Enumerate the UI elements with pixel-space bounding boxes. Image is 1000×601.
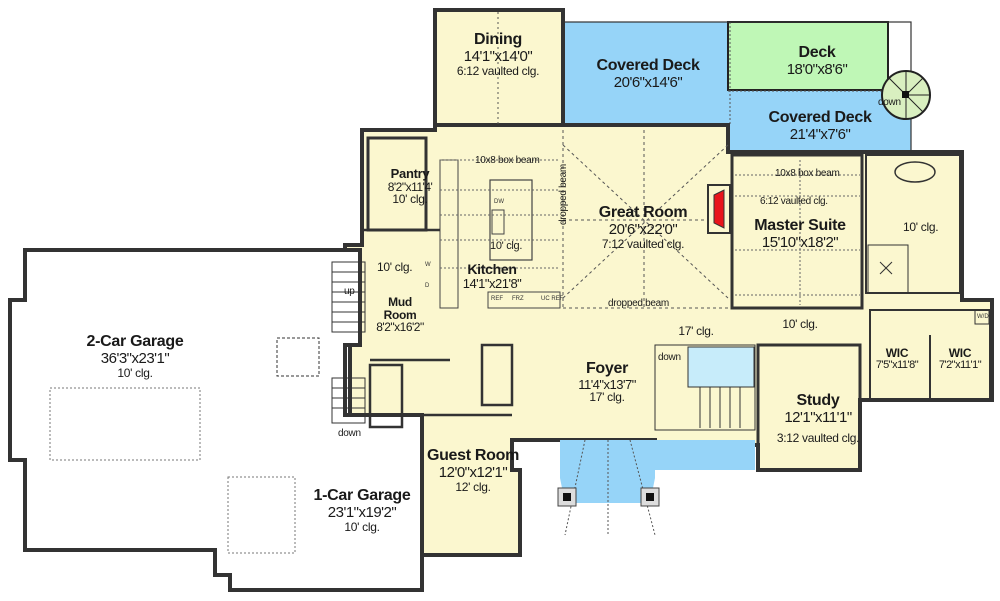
room-label-study: Study 12'1"x11'1" 3:12 vaulted clg. <box>776 392 860 445</box>
front-porch <box>560 440 655 503</box>
ref-tag: REF <box>491 296 503 302</box>
room-label-2car-garage: 2-Car Garage 36'3"x23'1" 10' clg. <box>86 333 184 380</box>
room-dims: 7'2"x11'1" <box>938 358 982 371</box>
washer-tag: W <box>425 262 431 268</box>
room-label-pantry: Pantry 8'2"x11'4' 10' clg. <box>388 167 433 206</box>
room-label-guest-room: Guest Room 12'0"x12'1" 12' clg. <box>426 447 520 494</box>
room-name: WIC <box>948 346 972 360</box>
frz-tag: FRZ <box>512 296 524 302</box>
room-ceiling: 3:12 vaulted clg. <box>776 430 860 445</box>
kitchen-island-ceiling: 10' clg. <box>490 240 523 252</box>
room-dims: 23'1"x19'2" <box>327 503 397 521</box>
room-name: WIC <box>885 346 909 360</box>
master-ceiling-label: 6:12 vaulted clg. <box>760 196 828 207</box>
room-dims: 36'3"x23'1" <box>100 349 170 367</box>
room-label-great-room: Great Room 20'6"x22'0" 7:12 vaulted clg. <box>598 204 688 251</box>
room-name: Covered Deck <box>596 57 700 74</box>
dropped-beam-horizontal-label: dropped beam <box>608 298 669 309</box>
room-name: Foyer <box>585 360 629 377</box>
room-dims: 8'2"x11'4' <box>387 179 433 194</box>
covered-deck-top-area <box>563 22 728 125</box>
room-label-master-suite: Master Suite 15'10"x18'2" <box>754 217 846 251</box>
room-label-covered-deck-right: Covered Deck 21'4"x7'6" <box>768 109 872 143</box>
room-name: Master Suite <box>754 217 846 234</box>
room-name: Study <box>796 392 840 409</box>
room-ceiling: 17' clg. <box>589 390 625 405</box>
room-dims: 20'6"x22'0" <box>608 220 678 238</box>
covered-deck-right-area <box>728 90 911 152</box>
room-label-covered-deck-top: Covered Deck 20'6"x14'6" <box>596 57 700 91</box>
garage-floor <box>8 248 424 592</box>
garage-stairs-down-label: down <box>338 428 361 439</box>
room-label-dining: Dining 14'1"x14'0" 6:12 vaulted clg. <box>456 31 540 78</box>
room-name: Great Room <box>598 204 688 221</box>
room-dims: 18'0"x8'6" <box>786 60 848 78</box>
room-label-deck: Deck 18'0"x8'6" <box>786 44 848 78</box>
ceiling-label: 17' clg. <box>678 324 714 338</box>
room-dims: 12'1"x11'1" <box>784 408 852 426</box>
room-name: 2-Car Garage <box>86 333 184 350</box>
dishwasher-tag: DW <box>494 199 504 205</box>
room-dims: 12'0"x12'1" <box>438 463 508 481</box>
room-ceiling: 10' clg. <box>117 365 153 380</box>
room-ceiling: 10' clg. <box>344 519 380 534</box>
room-name: Guest Room <box>426 447 520 464</box>
deck-area <box>728 22 888 90</box>
spiral-stair <box>881 70 931 120</box>
room-label-mud-room: Mud Room 8'2"x16'2" <box>376 295 424 335</box>
room-dims: 14'1"x14'0" <box>463 47 533 65</box>
hall-ceiling-right: 10' clg. <box>782 317 818 331</box>
room-ceiling: 10' clg. <box>392 192 428 207</box>
garage-stairs-up-label: up <box>344 286 355 297</box>
room-name: Dining <box>474 31 522 48</box>
room-dims: 14'1"x21'8" <box>462 275 522 291</box>
dropped-beam-vertical-label: dropped beam <box>558 164 569 225</box>
room-label-1car-garage: 1-Car Garage 23'1"x19'2" 10' clg. <box>313 487 411 534</box>
room-dims: 20'6"x14'6" <box>613 73 683 91</box>
hall-ceiling-left: 17' clg. <box>678 324 714 338</box>
dryer-tag: D <box>425 283 430 289</box>
mud-room-ceiling: 10' clg. <box>377 260 413 274</box>
box-beam-master-label: 10x8 box beam <box>775 168 840 179</box>
room-name: Pantry <box>390 166 430 181</box>
room-ceiling: 7:12 vaulted clg. <box>601 236 685 251</box>
room-name-line1: Mud <box>388 295 412 309</box>
spiral-stair-down-label: down <box>878 97 901 108</box>
room-dims: 8'2"x16'2" <box>376 320 424 335</box>
room-label-foyer: Foyer 11'4"x13'7" 17' clg. <box>578 360 636 405</box>
uc-ref-tag: UC REF <box>541 296 564 302</box>
fireplace <box>713 189 725 229</box>
wd-tag: W/D <box>977 314 989 320</box>
room-name: Covered Deck <box>768 109 872 126</box>
room-name: Kitchen <box>467 261 517 277</box>
room-name: Deck <box>798 44 836 61</box>
room-label-wic-left: WIC 7'5"x11'8" <box>875 346 919 371</box>
room-dims: 7'5"x11'8" <box>875 358 919 371</box>
room-label-kitchen: Kitchen 14'1"x21'8" <box>463 262 522 290</box>
room-dims: 15'10"x18'2" <box>761 233 839 251</box>
master-bath-ceiling: 10' clg. <box>903 220 939 234</box>
garage-stairs <box>276 261 366 424</box>
room-name: 1-Car Garage <box>313 487 411 504</box>
room-dims: 11'4"x13'7" <box>578 376 636 392</box>
ceiling-label: 10' clg. <box>782 317 818 331</box>
room-ceiling: 6:12 vaulted clg. <box>456 63 540 78</box>
room-name-line2: Room <box>383 307 417 322</box>
foyer-stairs-down-label: down <box>658 352 681 363</box>
room-dims: 21'4"x7'6" <box>789 125 851 143</box>
room-label-wic-right: WIC 7'2"x11'1" <box>938 346 982 371</box>
room-ceiling: 12' clg. <box>455 479 491 494</box>
box-beam-kitchen-label: 10x8 box beam <box>475 155 540 166</box>
